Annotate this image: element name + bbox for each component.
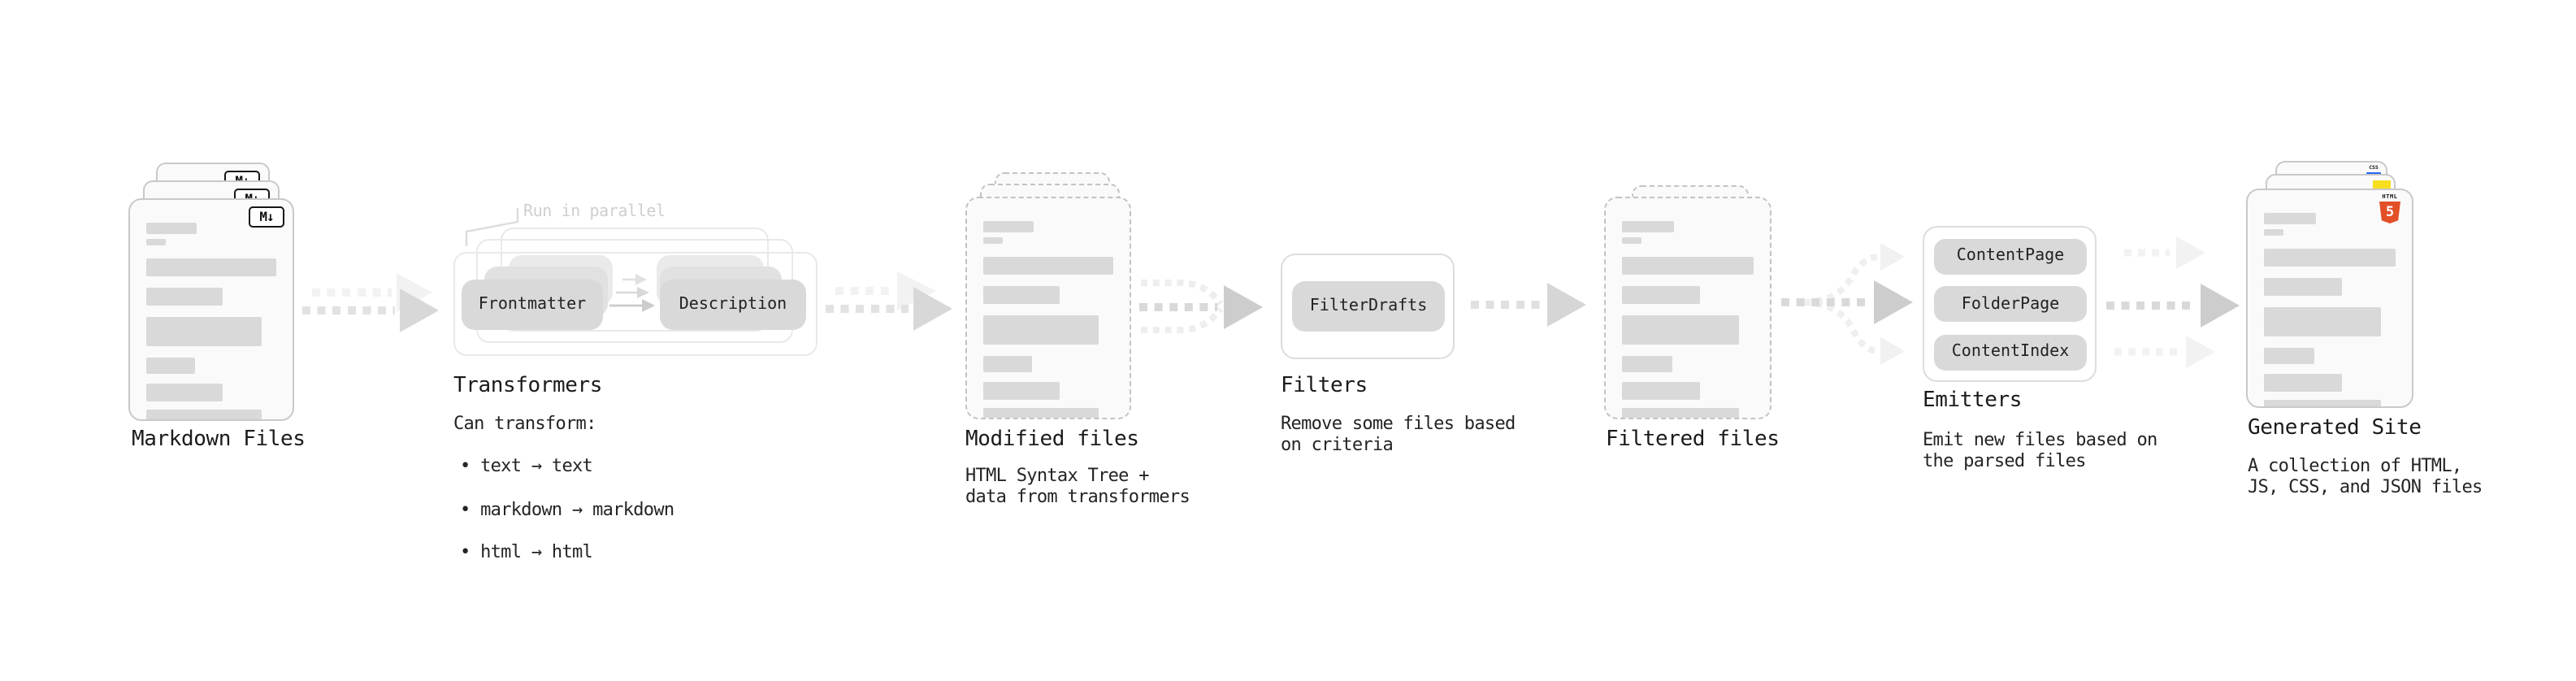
bullet-item: • text → text xyxy=(460,455,593,477)
stage-label-transformers: Transformers xyxy=(453,374,603,398)
description-pill: Description xyxy=(660,279,806,329)
js-icon xyxy=(2373,180,2390,190)
placeholder-bar xyxy=(2264,374,2342,392)
placeholder-bar xyxy=(1622,221,1674,232)
placeholder-bar xyxy=(983,237,1003,244)
placeholder-bar xyxy=(146,410,262,419)
placeholder-bar xyxy=(2264,278,2342,296)
placeholder-bar xyxy=(146,239,166,245)
doc-content-placeholder xyxy=(146,223,276,419)
placeholder-bar xyxy=(983,221,1034,232)
html5-icon-shield: 5 xyxy=(2379,202,2400,223)
placeholder-bar xyxy=(146,384,223,401)
placeholder-bar xyxy=(2264,307,2382,336)
placeholder-bar xyxy=(1622,257,1754,275)
contentpage-pill: ContentPage xyxy=(1934,238,2087,274)
html5-icon-label: HTML xyxy=(2382,193,2398,200)
placeholder-bar xyxy=(146,223,197,234)
emitters-caption: Emit new files based on the parsed files xyxy=(1923,429,2158,472)
arrow-filtered-to-emitters xyxy=(1781,243,1913,365)
placeholder-bar xyxy=(2264,400,2382,406)
filtered-file-front xyxy=(1604,197,1772,419)
placeholder-bar xyxy=(146,288,223,306)
doc-content-placeholder xyxy=(1622,221,1754,418)
bullet-item: • html → html xyxy=(460,541,593,563)
placeholder-bar xyxy=(2264,213,2316,224)
run-in-parallel-annotation: Run in parallel xyxy=(523,203,666,221)
css-icon-label: CSS xyxy=(2369,164,2379,171)
stage-label-emitters: Emitters xyxy=(1923,388,2023,413)
generated-site-caption: A collection of HTML, JS, CSS, and JSON … xyxy=(2248,455,2483,498)
placeholder-bar xyxy=(1622,408,1740,418)
frontmatter-pill: Frontmatter xyxy=(462,279,603,329)
stage-label-markdown-files: Markdown Files xyxy=(132,427,306,452)
transformers-bullet-list: • text → text • markdown → markdown • ht… xyxy=(460,434,674,584)
placeholder-bar xyxy=(983,356,1033,372)
placeholder-bar xyxy=(983,286,1060,304)
bullet-item: • markdown → markdown xyxy=(460,498,674,520)
doc-content-placeholder xyxy=(2264,213,2396,406)
modified-files-caption: HTML Syntax Tree + data from transformer… xyxy=(965,465,1190,508)
placeholder-bar xyxy=(1622,382,1700,400)
arrow-markdown-to-transformers xyxy=(302,273,439,332)
arrow-emitters-to-generated xyxy=(2106,236,2240,368)
placeholder-bar xyxy=(1622,237,1642,244)
arrow-filters-to-filtered xyxy=(1471,283,1586,327)
stage-label-filtered-files: Filtered files xyxy=(1606,427,1780,452)
placeholder-bar xyxy=(146,258,276,276)
placeholder-bar xyxy=(2264,249,2396,267)
contentindex-pill: ContentIndex xyxy=(1934,334,2087,370)
markdown-file-front: M↓ xyxy=(128,198,294,421)
modified-file-front xyxy=(965,197,1131,419)
doc-content-placeholder xyxy=(983,221,1113,418)
filters-caption: Remove some files based on criteria xyxy=(1281,413,1516,456)
stage-label-modified-files: Modified files xyxy=(965,427,1139,452)
stage-label-filters: Filters xyxy=(1281,374,1368,398)
placeholder-bar xyxy=(1622,315,1740,345)
markdown-icon: M↓ xyxy=(249,206,284,228)
arrow-transformers-to-modified xyxy=(826,271,952,331)
generated-file-front-html: HTML 5 xyxy=(2246,189,2413,408)
placeholder-bar xyxy=(983,315,1099,345)
transformers-caption-title: Can transform: xyxy=(453,413,596,434)
filterdrafts-pill: FilterDrafts xyxy=(1292,281,1445,332)
placeholder-bar xyxy=(1622,286,1700,304)
placeholder-bar xyxy=(1622,356,1672,372)
placeholder-bar xyxy=(2264,229,2284,236)
placeholder-bar xyxy=(983,257,1113,275)
arrow-modified-to-filters xyxy=(1139,280,1263,333)
placeholder-bar xyxy=(146,358,196,374)
transformer-card-front xyxy=(453,252,817,356)
folderpage-pill: FolderPage xyxy=(1934,286,2087,322)
placeholder-bar xyxy=(983,408,1099,418)
stage-label-generated-site: Generated Site xyxy=(2248,416,2422,440)
html5-icon: HTML 5 xyxy=(2379,193,2400,223)
placeholder-bar xyxy=(983,382,1060,400)
placeholder-bar xyxy=(2264,348,2314,364)
placeholder-bar xyxy=(146,317,262,346)
